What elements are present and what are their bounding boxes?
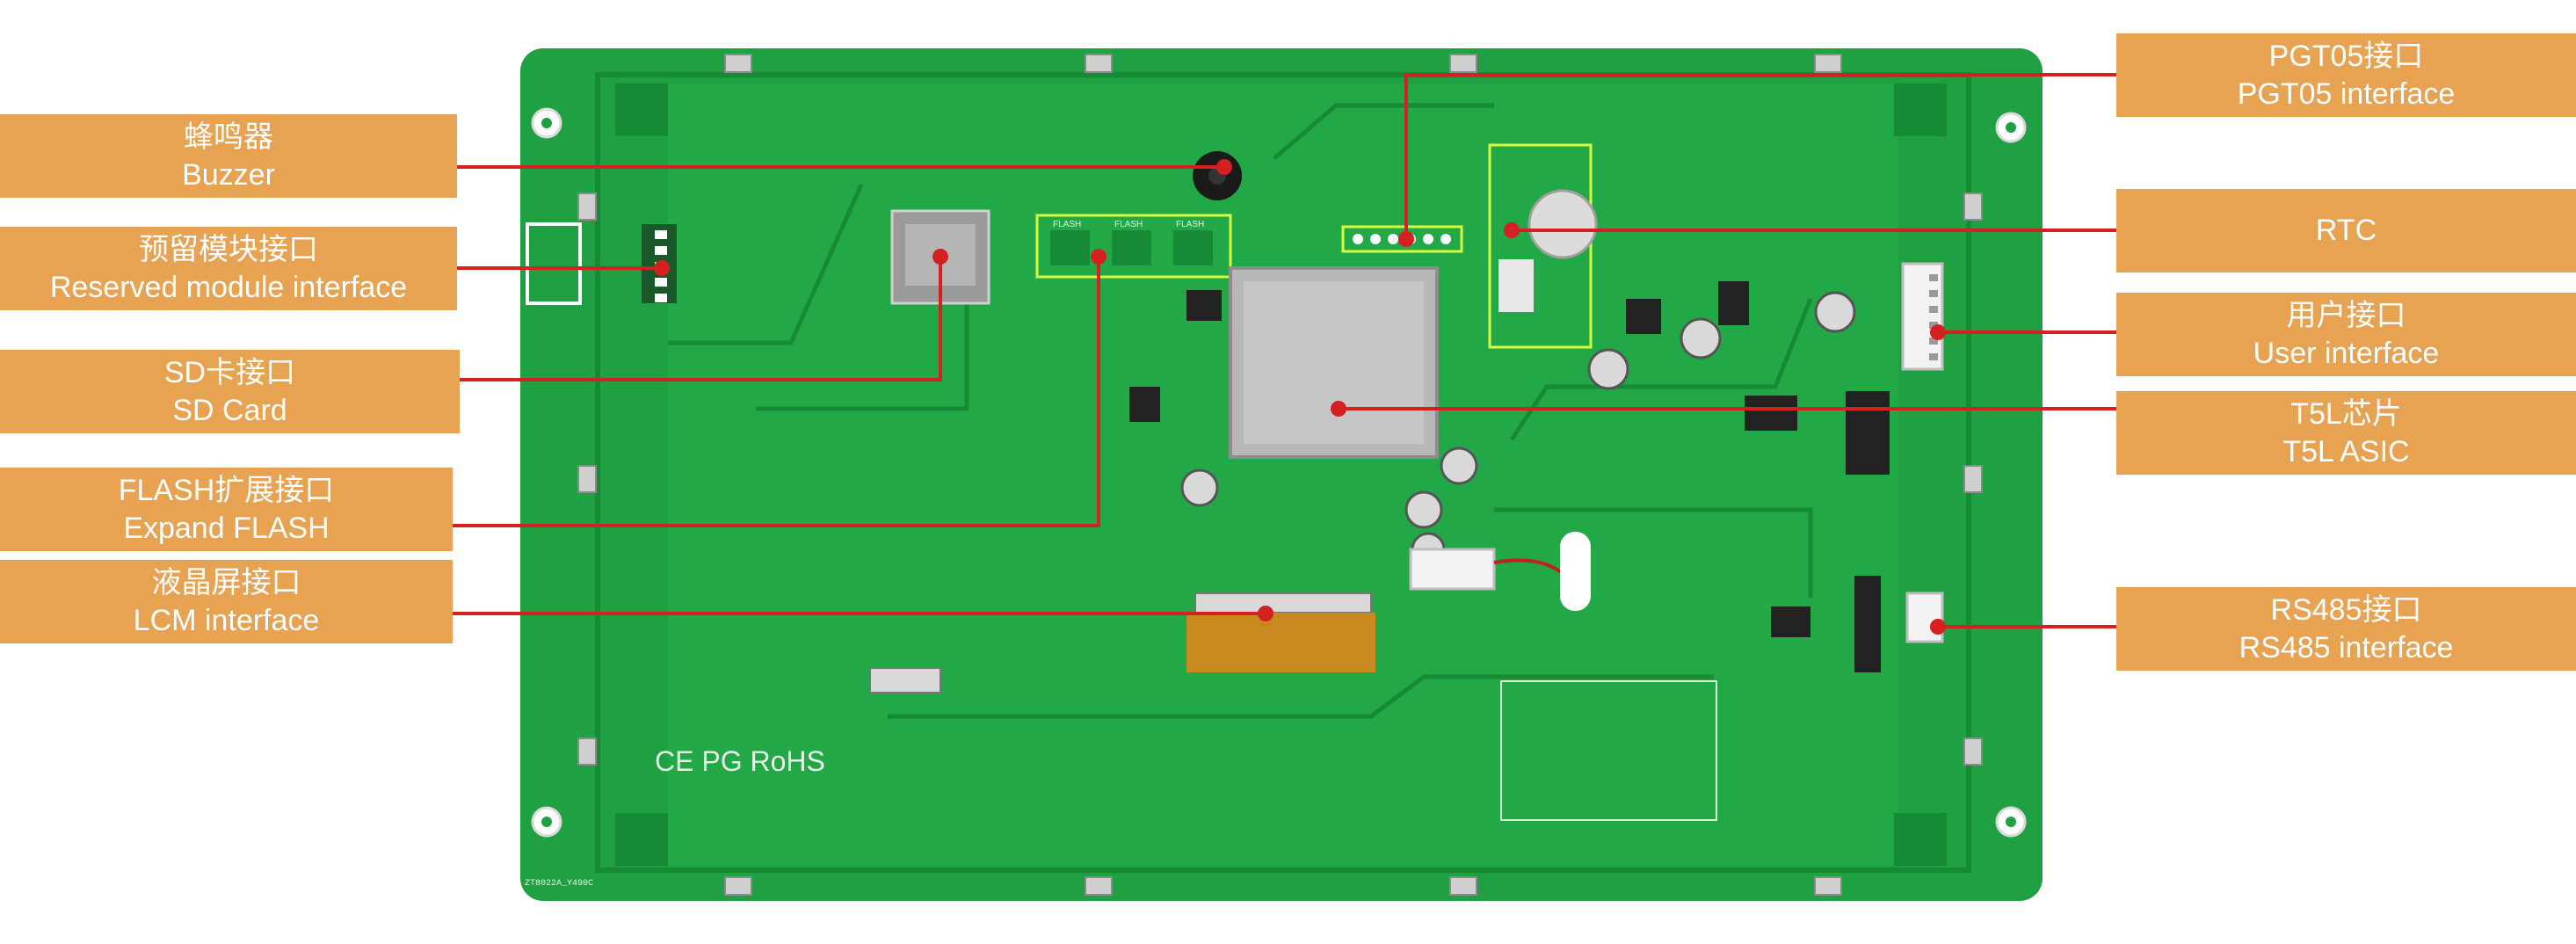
callout-t5l-cn: T5L芯片 <box>2290 396 2402 431</box>
callout-rs485-cn: RS485接口 <box>2270 592 2422 627</box>
callout-flash-en: Expand FLASH <box>123 511 330 545</box>
callout-sd-cn: SD卡接口 <box>163 355 296 389</box>
board-slot <box>1560 532 1591 611</box>
corner-pad <box>615 813 668 866</box>
part-code: ZT8022A_Y490C <box>525 879 593 889</box>
callout-flash: FLASH扩展接口 Expand FLASH <box>0 468 453 551</box>
callout-rtc: RTC <box>2116 189 2576 272</box>
callout-reserved-cn: 预留模块接口 <box>139 232 318 266</box>
corner-pad <box>615 84 668 136</box>
rs485-connector <box>1905 592 1944 643</box>
callout-pgt05-en: PGT05 interface <box>2237 76 2456 111</box>
corner-pad <box>1894 84 1947 136</box>
lcm-fpc-connector <box>1186 592 1375 672</box>
pcb-traces <box>668 103 1813 719</box>
rtc-battery <box>1488 143 1598 349</box>
flash-expansion-area <box>1035 214 1232 279</box>
edge-clips <box>577 54 1983 896</box>
user-interface-connector <box>1901 262 1944 371</box>
t5l-chip-shield <box>1229 266 1439 459</box>
small-fpc-connector <box>869 667 941 693</box>
callout-user-cn: 用户接口 <box>2286 298 2406 332</box>
flash-label-3: FLASH <box>1176 220 1204 229</box>
callout-lcm-cn: 液晶屏接口 <box>151 565 301 599</box>
callout-rtc-en: RTC <box>2315 214 2377 247</box>
pcb-inner-panel <box>668 84 1898 866</box>
callout-reserved-module: 预留模块接口 Reserved module interface <box>0 227 457 310</box>
callout-pgt05: PGT05接口 PGT05 interface <box>2116 33 2576 117</box>
board-marking <box>526 222 582 305</box>
callout-t5l: T5L芯片 T5L ASIC <box>2116 391 2576 475</box>
callout-sd-card: SD卡接口 SD Card <box>0 350 460 433</box>
callout-lcm-en: LCM interface <box>133 603 320 637</box>
callout-lcm: 液晶屏接口 LCM interface <box>0 560 453 643</box>
callout-flash-cn: FLASH扩展接口 <box>118 473 335 507</box>
flash-label-2: FLASH <box>1114 220 1143 229</box>
callout-pgt05-cn: PGT05接口 <box>2268 39 2424 73</box>
callout-t5l-en: T5L ASIC <box>2282 434 2410 468</box>
callout-rs485: RS485接口 RS485 interface <box>2116 587 2576 671</box>
ics <box>1129 281 1890 672</box>
flash-label-1: FLASH <box>1053 220 1081 229</box>
small-connector <box>1409 548 1584 607</box>
callout-buzzer-en: Buzzer <box>182 157 275 192</box>
callout-buzzer-cn: 蜂鸣器 <box>184 120 273 154</box>
leader-dots <box>654 159 1946 635</box>
callout-user-interface: 用户接口 User interface <box>2116 293 2576 376</box>
callout-reserved-en: Reserved module interface <box>49 270 408 304</box>
callout-rs485-en: RS485 interface <box>2239 630 2454 664</box>
component-outline <box>1500 680 1717 821</box>
silkscreen-marks: CE PG RoHS <box>655 745 825 777</box>
callout-user-en: User interface <box>2253 336 2440 370</box>
corner-pad <box>1894 813 1947 866</box>
callout-buzzer: 蜂鸣器 Buzzer <box>0 114 457 198</box>
buzzer-component <box>1193 151 1242 200</box>
capacitors <box>1180 291 1856 567</box>
callout-sd-en: SD Card <box>172 393 287 427</box>
leader-lines <box>453 73 2118 628</box>
